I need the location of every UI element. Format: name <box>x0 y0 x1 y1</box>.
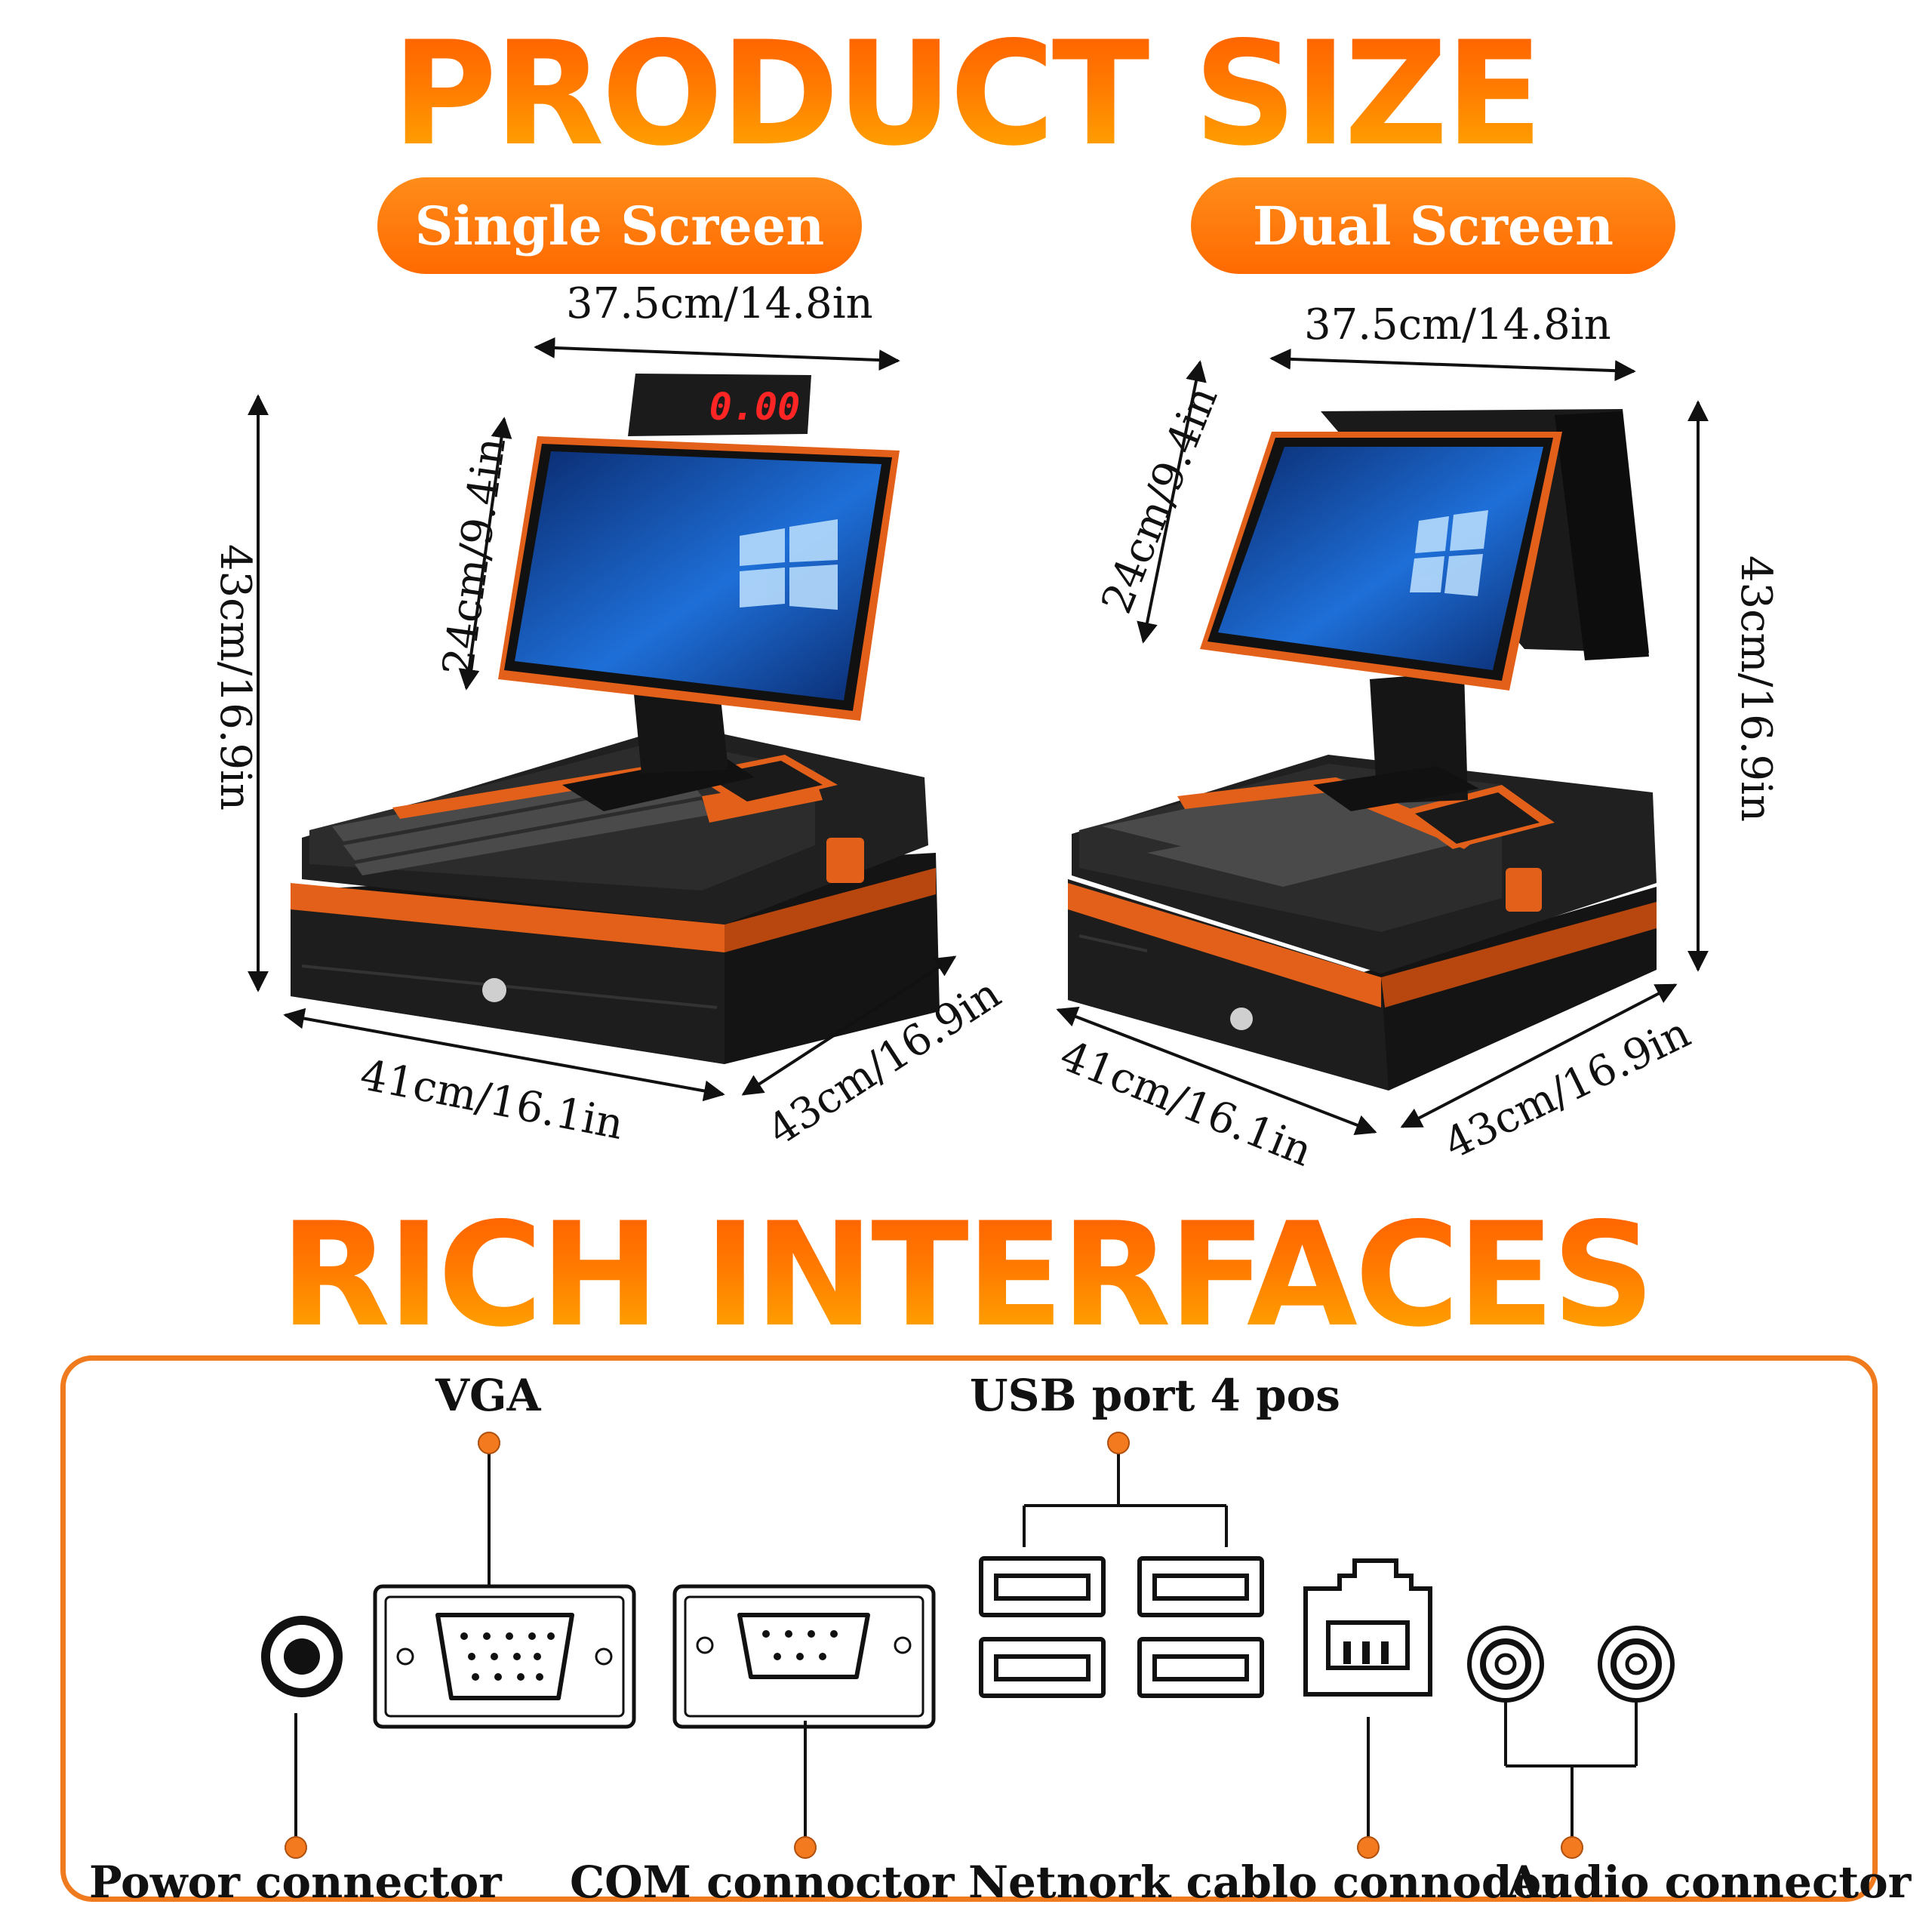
vga-port-icon <box>373 1584 636 1729</box>
single-screen-device: 0.00 <box>291 374 940 1064</box>
windows-logo-icon <box>1410 510 1488 596</box>
rich-interfaces-heading: RICH INTERFACES <box>279 1192 1655 1358</box>
dual-total-height-label: 43cm/16.9in <box>1731 555 1781 823</box>
audio-jacks-icon <box>1467 1626 1675 1703</box>
power-connector-label: Powor connector <box>89 1857 502 1908</box>
dimension-arrows <box>248 337 1709 1135</box>
interfaces-panel <box>60 1355 1878 1902</box>
network-connector-label: Netnork cablo connodor <box>968 1857 1564 1908</box>
dual-screen-device <box>1068 409 1657 1091</box>
single-total-height-label: 43cm/16.9in <box>211 543 260 811</box>
usb-label: USB port 4 pos <box>970 1370 1340 1421</box>
audio-connector-label: Audio connector <box>1507 1857 1912 1908</box>
customer-display-readout: 0.00 <box>709 385 800 429</box>
single-screen-label: Single Screen <box>377 177 862 274</box>
product-size-heading: PRODUCT SIZE <box>392 11 1543 177</box>
windows-logo-icon <box>740 519 838 610</box>
connector-dots <box>285 1432 1583 1859</box>
network-port-icon <box>1303 1558 1432 1697</box>
single-width-label: 37.5cm/14.8in <box>566 279 873 328</box>
vga-label: VGA <box>435 1370 541 1421</box>
dual-width-label: 37.5cm/14.8in <box>1304 300 1611 349</box>
lock-icon <box>482 978 506 1002</box>
dual-screen-label: Dual Screen <box>1191 177 1675 274</box>
lock-icon <box>1230 1008 1253 1030</box>
power-jack-icon <box>261 1616 343 1697</box>
usb-ports-icon <box>979 1556 1264 1698</box>
connector-leader-lines <box>294 1445 1638 1845</box>
com-connector-label: COM connoctor <box>570 1857 955 1908</box>
